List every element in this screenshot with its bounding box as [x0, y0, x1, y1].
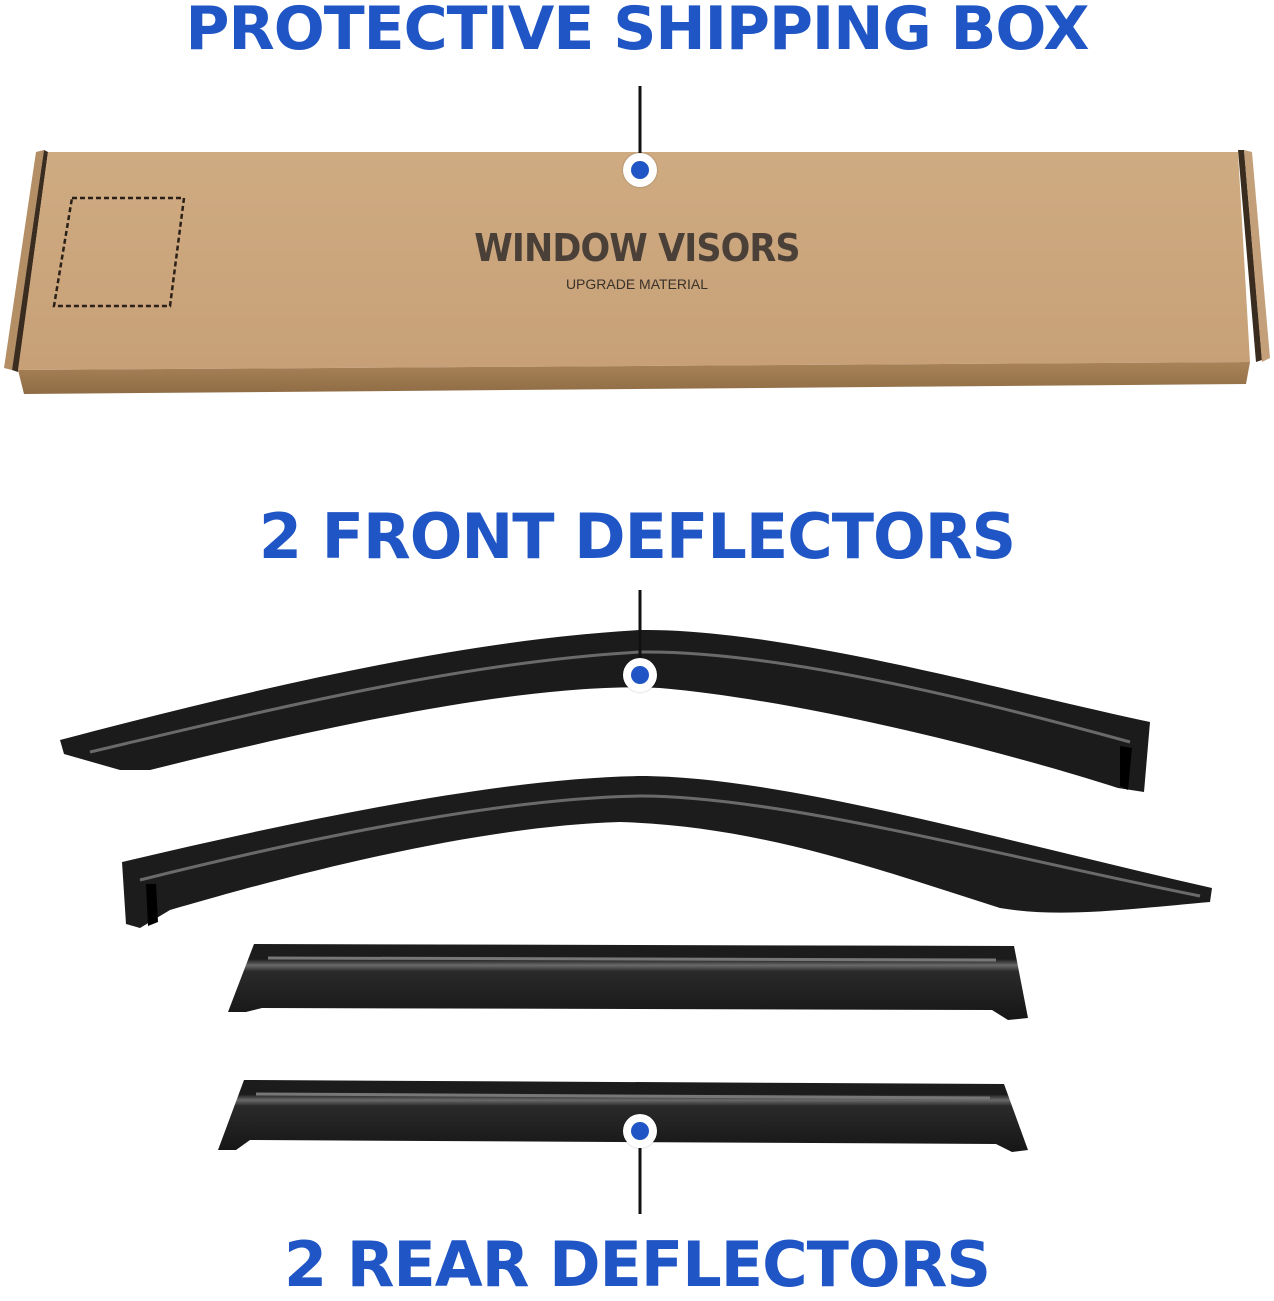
callout-marker-icon: [623, 153, 657, 187]
callout-marker-icon: [623, 1114, 657, 1148]
shipping-box: [4, 150, 1270, 394]
front-deflectors-label: 2 FRONT DEFLECTORS: [258, 500, 1016, 573]
shipping-box-label: PROTECTIVE SHIPPING BOX: [185, 0, 1090, 64]
front-deflector-1: [60, 629, 1150, 792]
box-print-title: WINDOW VISORS: [474, 226, 800, 270]
callout-marker-icon: [623, 658, 657, 692]
rear-deflectors-label: 2 REAR DEFLECTORS: [283, 1228, 991, 1301]
rear-deflector-2: [218, 1080, 1028, 1152]
rear-deflector-1: [228, 944, 1028, 1020]
box-print-subtitle: UPGRADE MATERIAL: [565, 276, 709, 292]
front-deflector-2: [122, 776, 1212, 928]
